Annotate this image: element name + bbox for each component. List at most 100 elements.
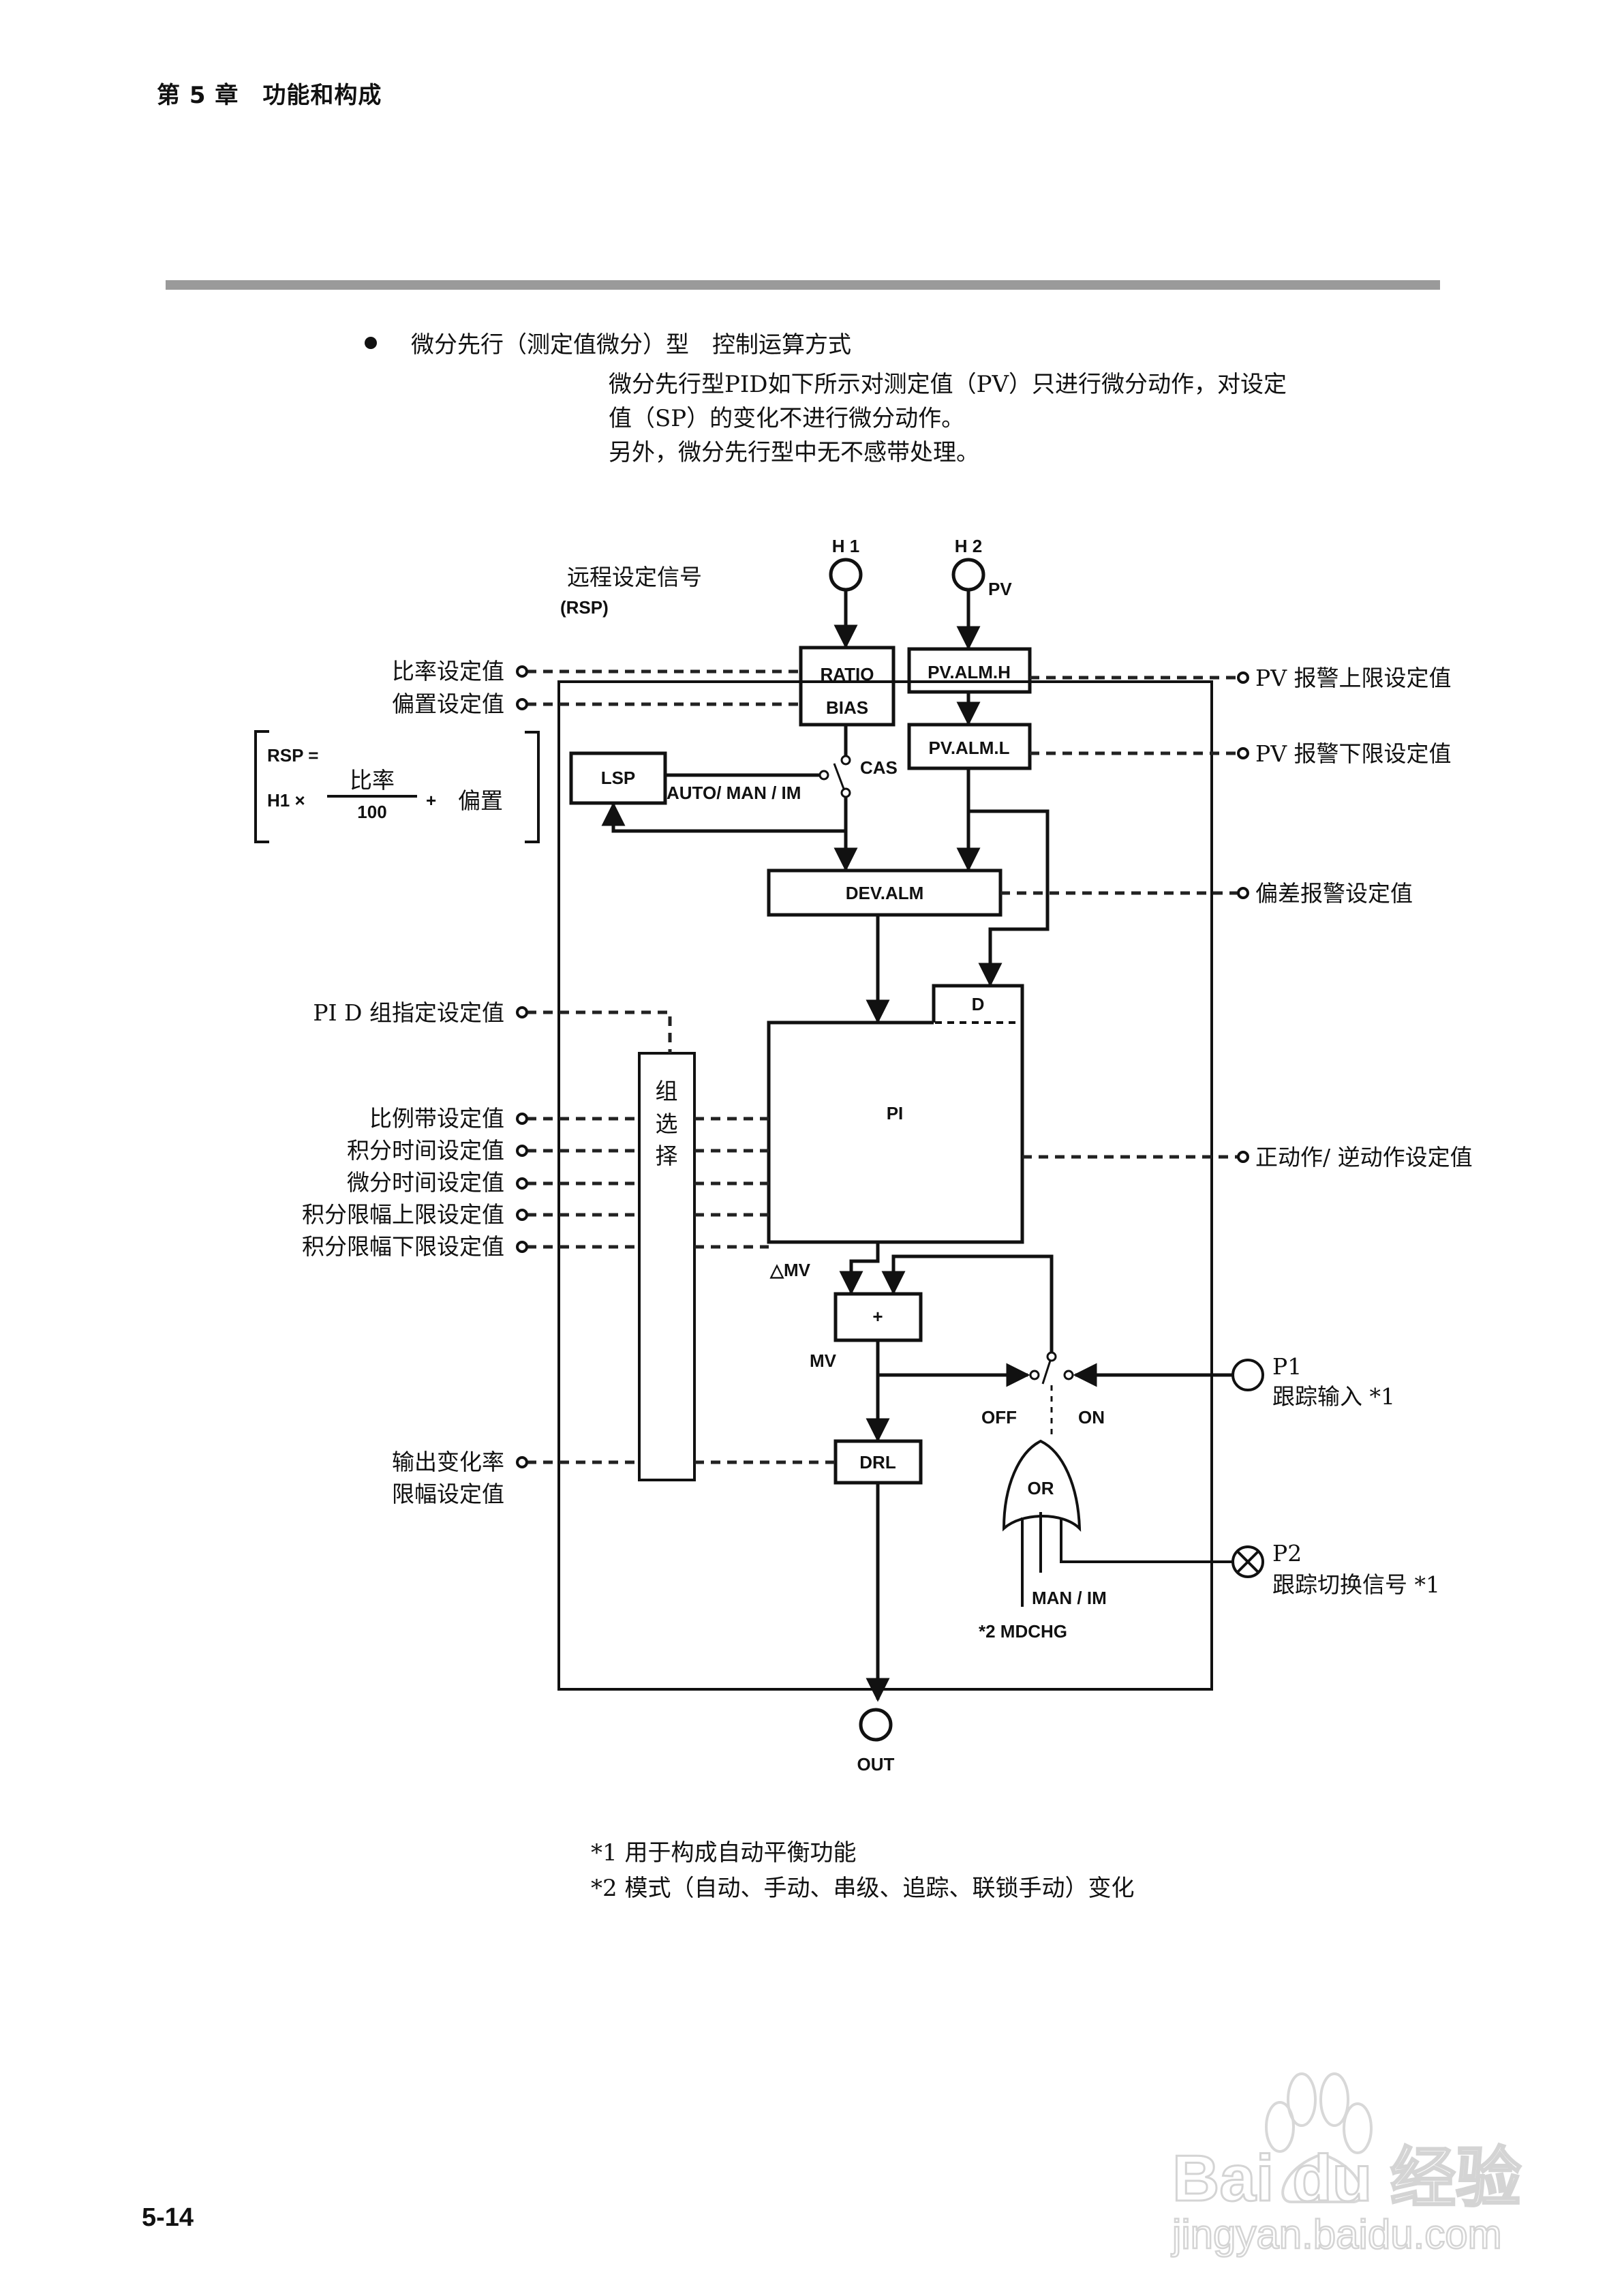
pid-group-param-line: [527, 1010, 672, 1053]
cas-label: CAS: [860, 757, 898, 778]
param-p-band: 比例带设定值: [369, 1105, 504, 1132]
paw-pad-icon: [1281, 2152, 1363, 2203]
on-contact: [1063, 1370, 1074, 1380]
out-label: OUT: [857, 1754, 895, 1774]
paragraph-line-3: 另外，微分先行型中无不感带处理。: [609, 439, 979, 466]
i-lower-param-terminal: [516, 1241, 528, 1253]
man-im-label: MAN / IM: [1032, 1588, 1107, 1608]
pid-group-param-terminal: [516, 1006, 528, 1018]
ratio-param-terminal: [516, 665, 528, 678]
paragraph-line-2: 值（SP）的变化不进行微分动作。: [609, 405, 965, 432]
bias-label: BIAS: [826, 697, 868, 718]
p1-label: P1: [1272, 1353, 1302, 1380]
pv-label: PV: [988, 579, 1012, 599]
track-switch-blade: [1041, 1360, 1052, 1385]
dev-alm-param-terminal: [1237, 887, 1249, 899]
mdchg-label: *2 MDCHG: [979, 1621, 1067, 1642]
p1-terminal: [1231, 1359, 1264, 1391]
pv-alm-h-param-terminal: [1237, 671, 1249, 684]
pi-label: PI: [887, 1103, 904, 1123]
param-dev-alm: 偏差报警设定值: [1255, 880, 1413, 907]
watermark: Bai du 经验 jingyan.baidu.com: [1165, 2066, 1602, 2273]
formula-bias: 偏置: [458, 787, 503, 814]
direction-param-terminal: [1237, 1151, 1249, 1163]
page-number: 5-14: [142, 2203, 194, 2232]
off-label: OFF: [981, 1407, 1017, 1428]
switch-pivot: [840, 787, 851, 798]
param-pv-alm-l: PV 报警下限设定值: [1255, 740, 1452, 767]
section-divider: [166, 280, 1440, 290]
param-d-time: 微分时间设定值: [347, 1169, 504, 1196]
rsp-title: 远程设定信号: [567, 564, 702, 590]
or-gate: [1002, 1439, 1082, 1532]
p1-desc: 跟踪输入 *1: [1272, 1383, 1395, 1410]
paw-toe-icon: [1265, 2101, 1295, 2153]
pv-alm-l-param-terminal: [1237, 747, 1249, 759]
ratio-label: RATIO: [821, 664, 874, 684]
h1-label: H 1: [832, 536, 859, 556]
off-contact: [1029, 1370, 1040, 1380]
param-ratio: 比率设定值: [392, 658, 504, 684]
lsp-label: LSP: [601, 768, 636, 788]
i-time-param-terminal: [516, 1145, 528, 1157]
pv-alm-l-label: PV.ALM.L: [929, 738, 1010, 758]
drl-label: DRL: [859, 1452, 896, 1472]
p2-terminal: [1231, 1545, 1264, 1578]
delta-mv-line: [839, 1242, 880, 1295]
p2-label: P2: [1272, 1540, 1302, 1567]
paw-toe-icon: [1319, 2072, 1349, 2127]
p2-line: [1060, 1517, 1232, 1563]
h1-terminal: [829, 558, 863, 592]
footnote-1: *1 用于构成自动平衡功能: [591, 1839, 857, 1867]
paw-toe-icon: [1343, 2102, 1373, 2154]
section-heading: 微分先行（测定值微分）型 控制运算方式: [411, 331, 851, 359]
feedback-line: [881, 1254, 1054, 1353]
lsp-tracking-line: [601, 802, 846, 833]
param-pid-group: PI D 组指定设定值: [313, 999, 504, 1026]
formula-bracket-right: [525, 731, 540, 843]
pv-alm-h-label: PV.ALM.H: [928, 662, 1011, 682]
p-band-param-terminal: [516, 1113, 528, 1125]
bias-param-terminal: [516, 698, 528, 710]
formula-h1x: H1 ×: [267, 790, 305, 811]
param-i-upper: 积分限幅上限设定值: [302, 1201, 504, 1228]
formula-denominator: 100: [357, 802, 386, 822]
sp-switch-blade: [833, 763, 845, 789]
formula-numerator: 比率: [350, 767, 395, 794]
param-bias: 偏置设定值: [392, 691, 504, 717]
i-upper-param-terminal: [516, 1209, 528, 1221]
on-label: ON: [1078, 1407, 1105, 1428]
paw-toe-icon: [1287, 2072, 1317, 2127]
watermark-url: jingyan.baidu.com: [1171, 2211, 1502, 2257]
h2-terminal: [951, 558, 985, 592]
group-select-char-3: 择: [656, 1143, 678, 1169]
or-label: OR: [1028, 1478, 1054, 1498]
chapter-header: 第 5 章 功能和构成: [157, 82, 382, 109]
param-direction: 正动作/ 逆动作设定值: [1255, 1144, 1473, 1170]
rsp-abbr: (RSP): [560, 597, 609, 618]
group-select-char-1: 组: [656, 1078, 678, 1104]
footnote-2: *2 模式（自动、手动、串级、追踪、联锁手动）变化: [591, 1875, 1135, 1902]
pv-to-d-line: [968, 809, 1050, 987]
param-output-rate: 输出变化率: [392, 1449, 504, 1475]
param-pv-alm-h: PV 报警上限设定值: [1255, 665, 1452, 691]
d-label: D: [972, 994, 985, 1014]
out-terminal: [859, 1708, 893, 1742]
mv-label: MV: [810, 1350, 837, 1371]
pi-block: [767, 984, 1024, 1244]
auto-contact: [818, 770, 829, 781]
controller-frame: [557, 680, 1213, 1691]
p2-desc: 跟踪切换信号 *1: [1272, 1571, 1440, 1598]
delta-mv-label: △MV: [769, 1260, 811, 1280]
param-i-lower: 积分限幅下限设定值: [302, 1233, 504, 1260]
track-switch-pivot: [1046, 1351, 1057, 1362]
plus-label: +: [872, 1306, 883, 1327]
h2-label: H 2: [955, 536, 982, 556]
drl-param-terminal: [516, 1456, 528, 1468]
formula-bracket-left: [254, 730, 269, 843]
bullet-icon: [365, 337, 377, 349]
watermark-brand: Bai du 经验: [1172, 2142, 1521, 2215]
cas-contact: [840, 755, 851, 766]
d-time-param-terminal: [516, 1177, 528, 1190]
